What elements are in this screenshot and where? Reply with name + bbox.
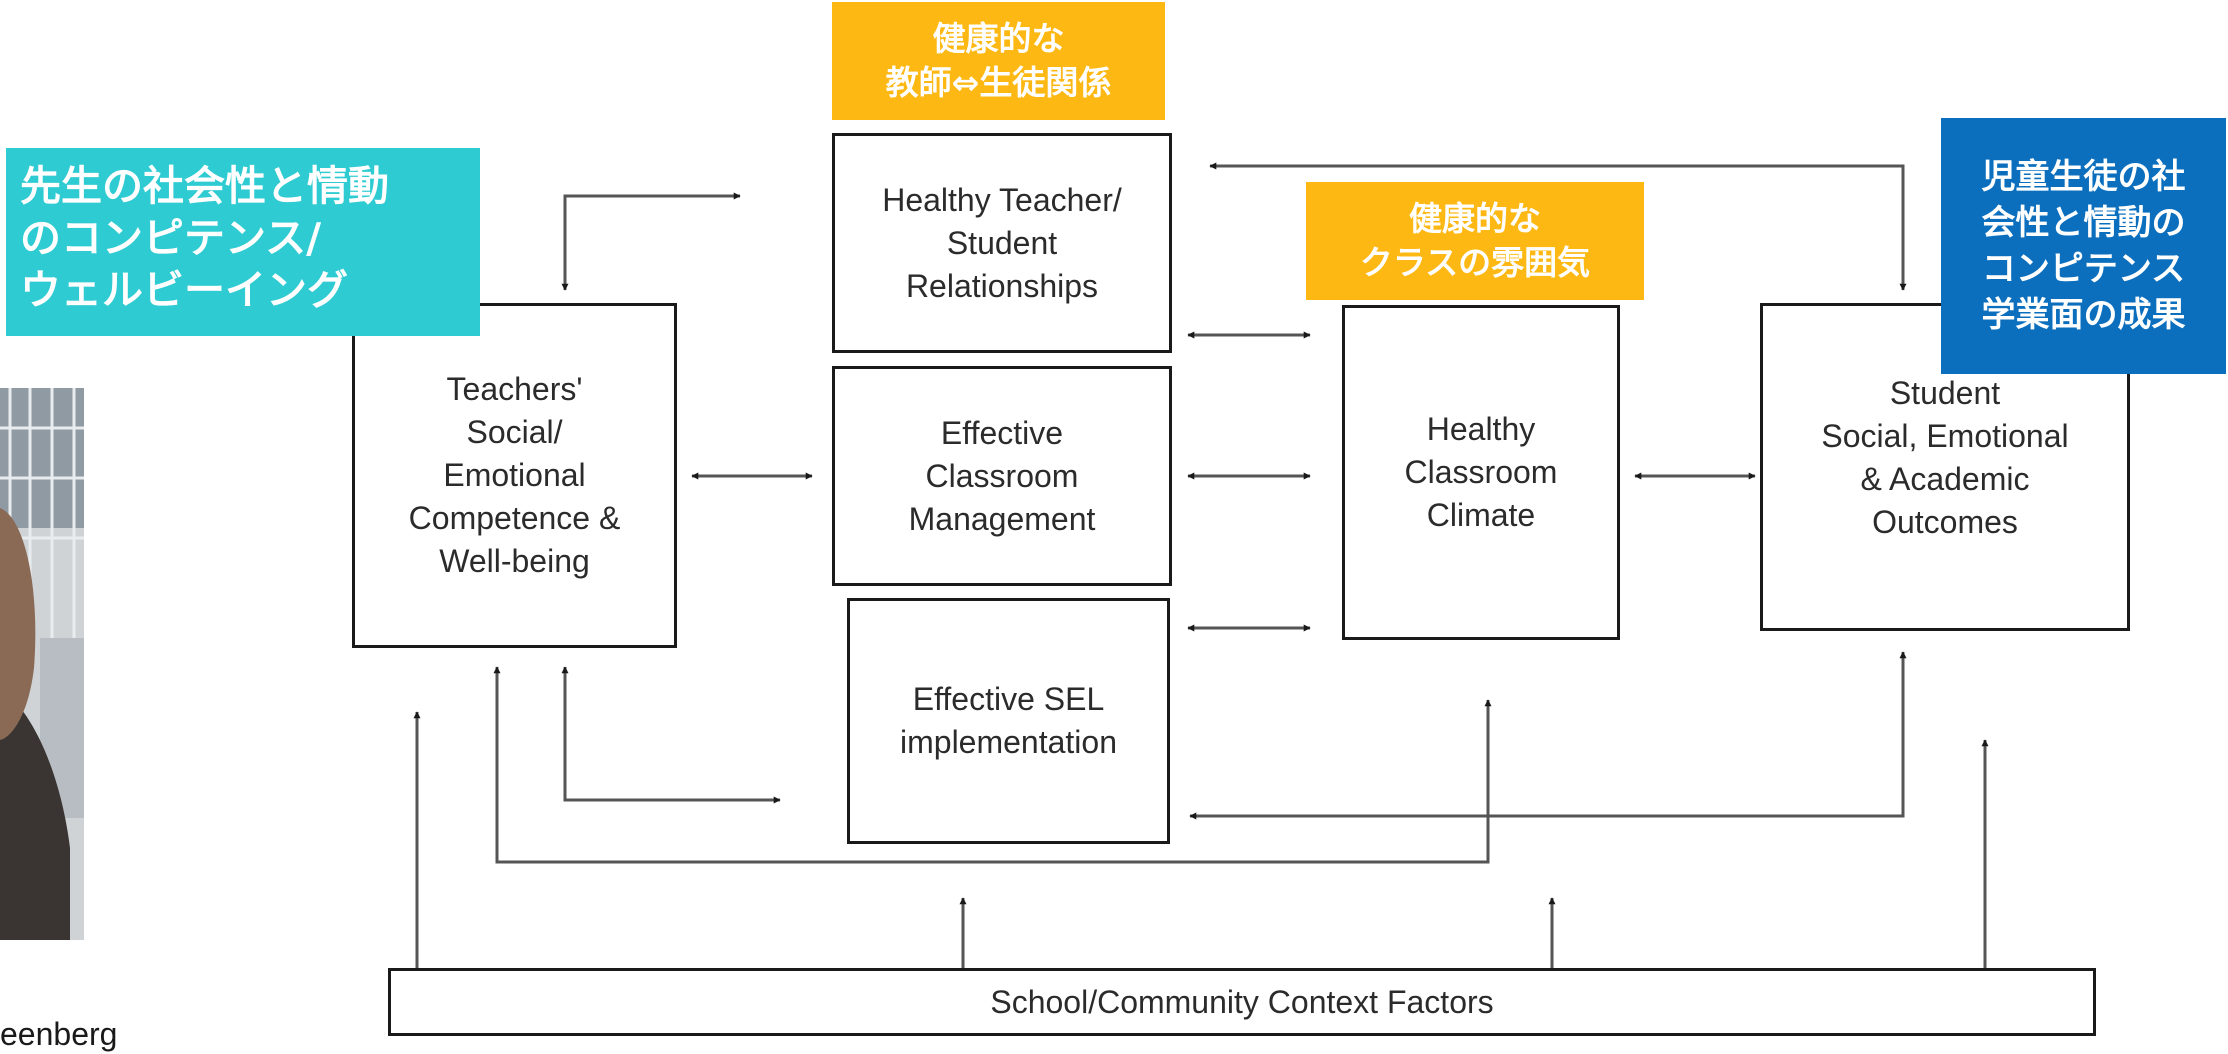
portrait-image [0, 388, 84, 940]
teachers-competence-box: Teachers' Social/ Emotional Competence &… [352, 303, 677, 648]
arrow-outcomes-relationships [1209, 162, 1907, 291]
teachers-jp-label: 先生の社会性と情動 のコンピテンス/ ウェルビーイング [6, 148, 480, 336]
portrait-photo [0, 388, 84, 940]
relationships-jp-label: 健康的な 教師⇔生徒関係 [832, 2, 1165, 120]
outcomes-jp-label: 児童生徒の社 会性と情動の コンピテンス 学業面の成果 [1941, 118, 2226, 374]
classroom-management-box: Effective Classroom Management [832, 366, 1172, 586]
relationships-box: Healthy Teacher/ Student Relationships [832, 133, 1172, 353]
arrow-outcomes-sel [1189, 651, 1907, 820]
climate-jp-label: 健康的な クラスの雰囲気 [1306, 182, 1644, 300]
arrow-teachers-sel [561, 666, 781, 804]
context-factors-box: School/Community Context Factors [388, 968, 2096, 1036]
classroom-climate-box: Healthy Classroom Climate [1342, 305, 1620, 640]
sel-implementation-box: Effective SEL implementation [847, 598, 1170, 844]
arrow-teachers-relationships [561, 192, 741, 291]
